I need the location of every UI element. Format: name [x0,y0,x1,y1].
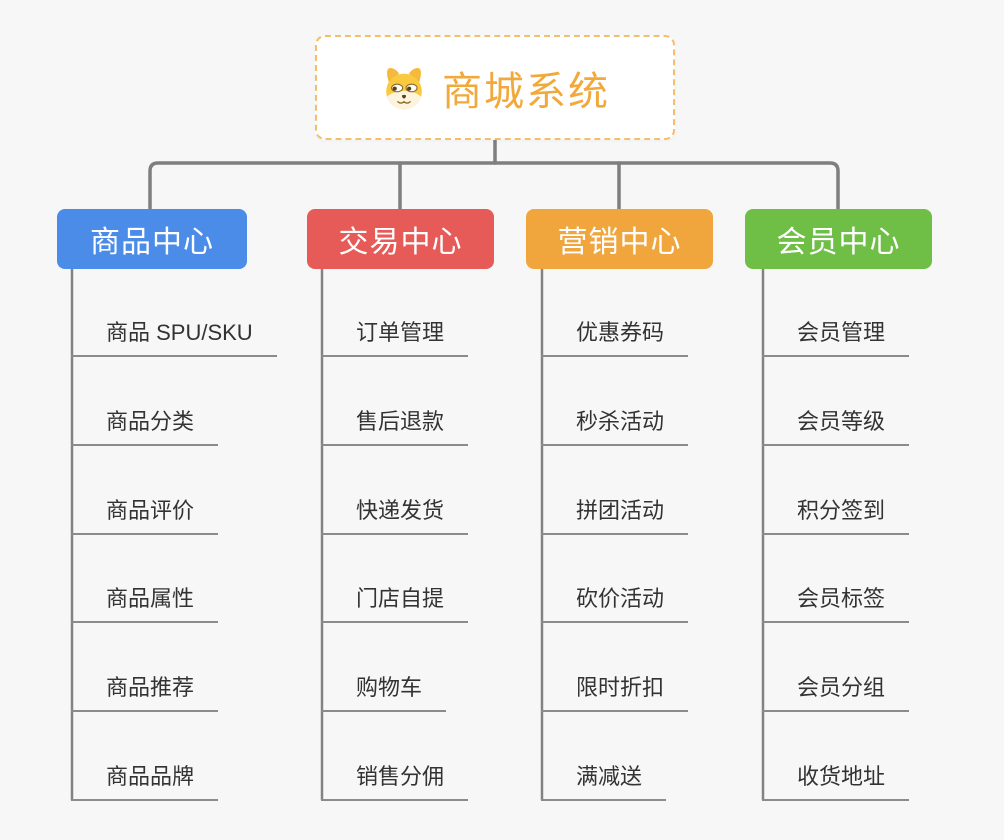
leaf-item-product-4[interactable]: 商品属性 [71,587,219,623]
leaf-item-marketing-1[interactable]: 优惠券码 [541,321,689,357]
leaf-item-trade-6[interactable]: 销售分佣 [321,765,469,801]
branch-frame-line [148,161,840,212]
leaf-item-product-6[interactable]: 商品品牌 [71,765,219,801]
leaf-item-product-1[interactable]: 商品 SPU/SKU [71,321,277,357]
branch-label: 商品中心 [90,226,214,259]
leaf-item-member-4[interactable]: 会员标签 [762,587,910,623]
leaf-item-trade-4[interactable]: 门店自提 [321,587,469,623]
branch-label: 会员中心 [776,226,901,259]
leaf-item-member-3[interactable]: 积分签到 [762,499,910,535]
leaf-item-trade-1[interactable]: 订单管理 [321,321,469,357]
leaf-item-marketing-5[interactable]: 限时折扣 [541,676,689,712]
leaf-item-trade-3[interactable]: 快递发货 [321,499,469,535]
branch-label: 交易中心 [338,226,463,259]
leaf-item-trade-2[interactable]: 售后退款 [321,410,469,446]
leaf-item-marketing-4[interactable]: 砍价活动 [541,587,689,623]
leaf-item-marketing-2[interactable]: 秒杀活动 [541,410,689,446]
branch-node-member-center[interactable]: 会员中心 [745,209,932,269]
branch-label: 营销中心 [557,226,682,259]
dog-face-icon [380,63,428,113]
leaf-item-member-2[interactable]: 会员等级 [762,410,910,446]
leaf-item-member-6[interactable]: 收货地址 [762,765,910,801]
leaf-item-marketing-3[interactable]: 拼团活动 [541,499,689,535]
root-node[interactable]: 商城系统 [315,35,675,140]
branch-node-product-center[interactable]: 商品中心 [57,209,247,269]
leaf-item-product-3[interactable]: 商品评价 [71,499,219,535]
leaf-item-member-5[interactable]: 会员分组 [762,676,910,712]
leaf-item-member-1[interactable]: 会员管理 [762,321,910,357]
root-title: 商城系统 [442,69,610,114]
branch-node-marketing-center[interactable]: 营销中心 [526,209,713,269]
leaf-item-product-5[interactable]: 商品推荐 [71,676,219,712]
leaf-item-marketing-6[interactable]: 满减送 [541,765,667,801]
leaf-item-trade-5[interactable]: 购物车 [321,676,447,712]
leaf-item-product-2[interactable]: 商品分类 [71,410,219,446]
branch-node-trade-center[interactable]: 交易中心 [307,209,494,269]
